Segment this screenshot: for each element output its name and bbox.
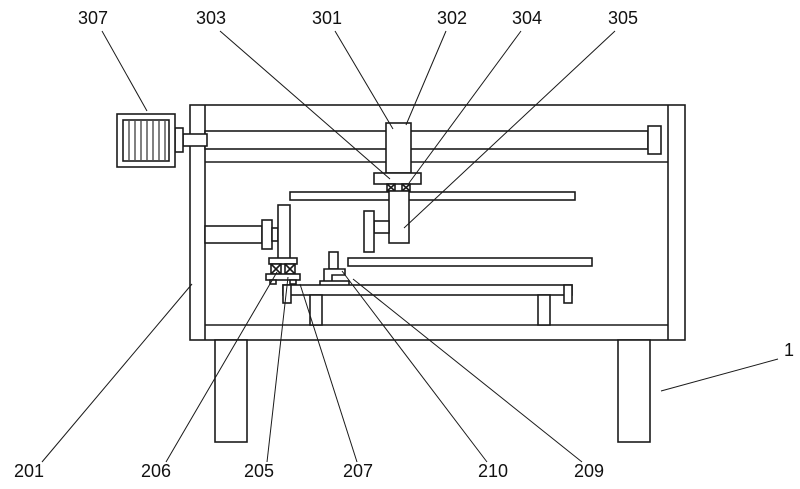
label-301: 301 <box>312 8 342 28</box>
machine-leg-right <box>617 339 651 443</box>
upper-shelf <box>289 191 576 201</box>
label-207: 207 <box>343 461 373 481</box>
leader-line-210 <box>341 270 488 463</box>
clamp-top-bar <box>268 257 298 265</box>
tool-arm <box>373 220 390 234</box>
motor-shaft <box>182 133 208 147</box>
slider-base-plate <box>373 172 422 185</box>
workbench-leg-right <box>537 294 551 326</box>
leader-line-206 <box>165 271 278 463</box>
carriage-block <box>385 122 412 174</box>
cylinder-rod <box>204 225 263 244</box>
leader-line-207 <box>299 283 358 463</box>
workbench-top <box>282 284 573 296</box>
leader-line-209 <box>352 278 583 463</box>
label-201: 201 <box>14 461 44 481</box>
clamp-foot-right <box>289 279 297 285</box>
label-1: 1 <box>784 340 794 360</box>
slider-pads <box>386 183 411 192</box>
leader-line-303 <box>219 30 391 180</box>
label-305: 305 <box>608 8 638 28</box>
workbench-leg-left <box>309 294 323 326</box>
label-307: 307 <box>78 8 108 28</box>
label-210: 210 <box>478 461 508 481</box>
leader-line-304 <box>408 30 522 184</box>
cylinder-joint <box>271 227 279 242</box>
push-plate <box>277 204 291 264</box>
label-303: 303 <box>196 8 226 28</box>
machine-assembly <box>116 104 686 443</box>
workbench-right-lip <box>563 284 573 304</box>
leader-line-201 <box>41 283 193 463</box>
motor-flange <box>174 127 184 153</box>
leader-line-302 <box>405 30 447 126</box>
motor-body <box>122 119 170 162</box>
reference-labels: 307 303 301 302 304 305 1 201 206 205 207 210 209 <box>14 8 794 481</box>
label-302: 302 <box>437 8 467 28</box>
motor-hatching <box>128 121 166 160</box>
stop-assembly <box>319 251 350 287</box>
label-206: 206 <box>141 461 171 481</box>
lower-shelf <box>347 257 593 267</box>
tool-plate <box>363 210 375 253</box>
clamp-foot-left <box>269 279 277 285</box>
leader-line-205 <box>266 276 289 463</box>
workbench <box>282 284 573 326</box>
label-209: 209 <box>574 461 604 481</box>
leader-line-305 <box>403 30 616 229</box>
leader-line-307 <box>101 30 148 112</box>
stop-pin <box>328 251 339 270</box>
leader-line-1 <box>660 358 779 392</box>
label-205: 205 <box>244 461 274 481</box>
spindle-block <box>388 190 410 244</box>
guide-rail <box>204 130 649 150</box>
cylinder-cap <box>261 219 273 250</box>
leader-line-301 <box>334 30 394 130</box>
clamp-base <box>265 273 301 281</box>
rail-end-block <box>647 125 662 155</box>
machine-leg-left <box>214 339 248 443</box>
label-304: 304 <box>512 8 542 28</box>
